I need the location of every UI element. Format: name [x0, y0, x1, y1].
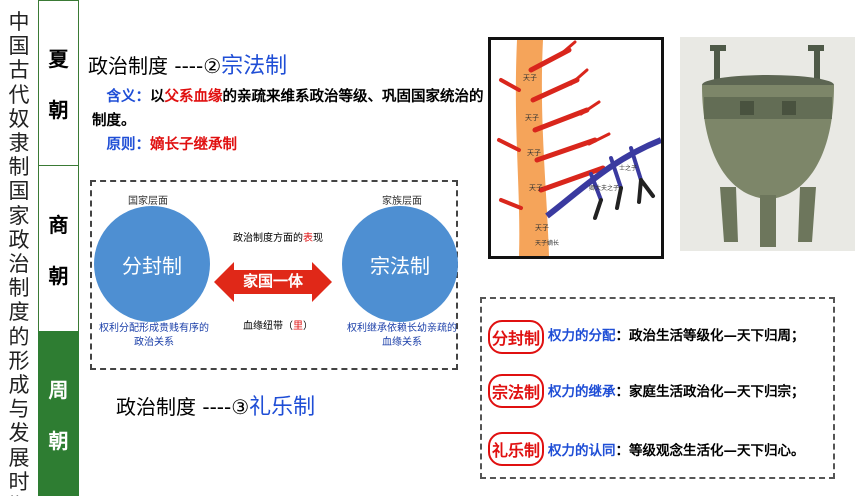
seal-zongfa: 宗法制: [488, 374, 544, 408]
tab-zhou-dynasty[interactable]: 周 朝: [38, 331, 79, 496]
svg-text:天子: 天子: [535, 224, 549, 232]
svg-text:天子嫡长: 天子嫡长: [535, 239, 559, 247]
zongfa-circle: 宗法制: [342, 206, 458, 322]
family-state-unity-label: 家国一体: [242, 272, 303, 290]
tab-shang-dynasty[interactable]: 商 朝: [38, 165, 79, 332]
summary-line-inheritance: 权力的继承：家庭生活政治化—天下归宗；: [548, 384, 805, 400]
seal-fenfeng: 分封制: [488, 320, 544, 354]
clan-level-label: 家族层面: [382, 196, 422, 207]
state-level-label: 国家层面: [128, 196, 168, 207]
heading-liyue: 政治制度 ----③礼乐制: [116, 395, 316, 420]
svg-text:天子: 天子: [527, 149, 541, 157]
summary-box: [480, 297, 835, 479]
summary-line-distribution: 权力的分配：政治生活等级化—天下归周；: [548, 328, 805, 344]
svg-text:士之子: 士之子: [619, 164, 637, 172]
tab-xia-dynasty[interactable]: 夏 朝: [38, 0, 79, 166]
svg-text:天子: 天子: [525, 114, 539, 122]
heading-zongfa: 政治制度 ----②宗法制: [88, 54, 288, 79]
svg-text:卿大夫之子: 卿大夫之子: [589, 184, 619, 192]
bronze-ding-photo: [680, 37, 855, 251]
ding-icon: [680, 37, 855, 251]
seal-liyue: 礼乐制: [488, 432, 544, 466]
zongfa-caption: 权利继承依赖长幼亲疏的血缘关系: [347, 323, 457, 348]
relation-diagram: [90, 180, 458, 370]
vertical-title: 中国古 代奴隶 制国家 政治制 度的形 成与发 展时期: [8, 10, 30, 496]
manifestation-label: 政治制度方面的表现: [233, 233, 323, 244]
zongfa-definition: 含义：以父系血缘的亲疏来维系政治等级、巩固国家统治的制度。 原则：嫡长子继承制: [92, 88, 484, 153]
svg-text:天子: 天子: [529, 184, 543, 192]
double-arrow-icon: [214, 262, 332, 302]
blood-tie-label: 血缘纽带（里）: [243, 321, 313, 332]
tree-icon: 天子 天子 天子 天子 天子 天子嫡长 卿大夫之子 士之子: [497, 40, 661, 256]
fenfeng-circle: 分封制: [94, 206, 210, 322]
family-tree-illustration: 天子 天子 天子 天子 天子 天子嫡长 卿大夫之子 士之子: [488, 37, 664, 259]
summary-line-recognition: 权力的认同：等级观念生活化—天下归心。: [548, 443, 805, 459]
svg-text:天子: 天子: [523, 74, 537, 82]
fenfeng-caption: 权利分配形成贵贱有序的政治关系: [99, 323, 209, 348]
